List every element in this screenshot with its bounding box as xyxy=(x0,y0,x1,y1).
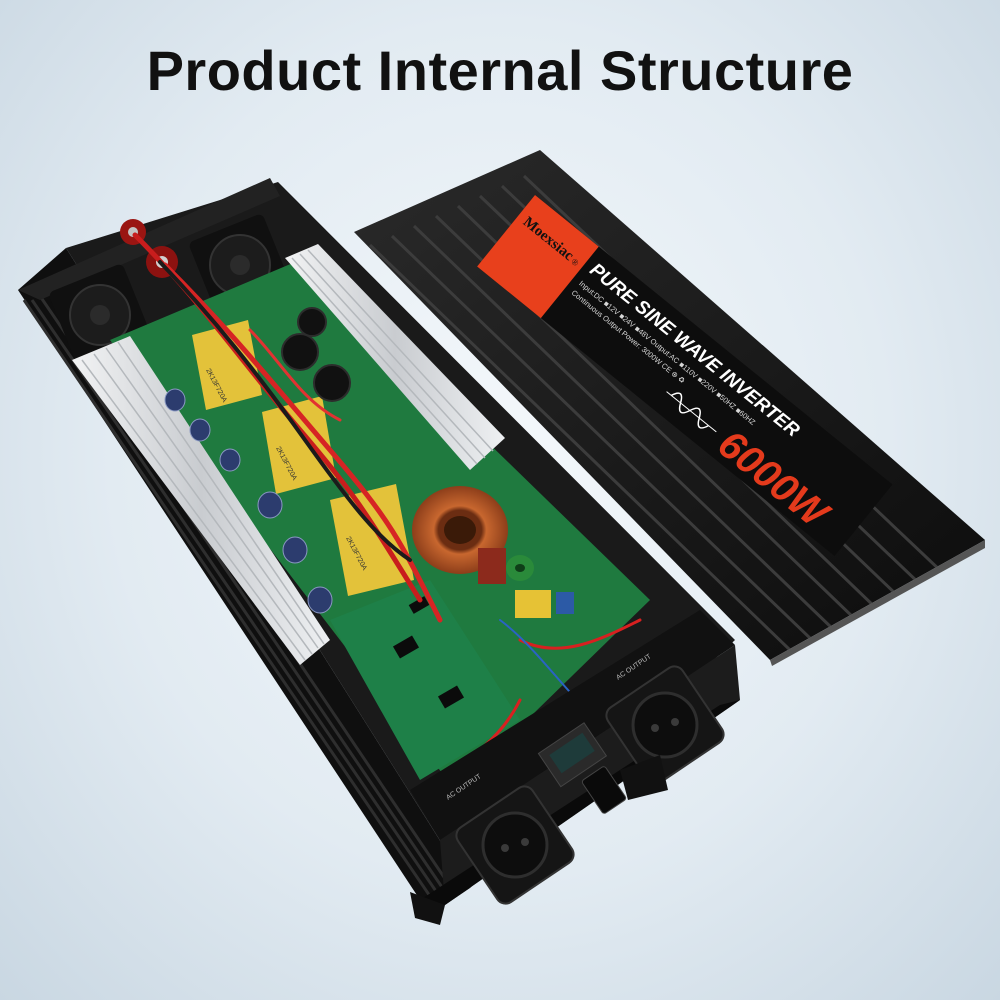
transformer-1: 2K13F720A xyxy=(192,320,262,410)
mounting-tab xyxy=(410,892,445,925)
filter-capacitors xyxy=(281,307,351,402)
inverter-lid: Moexsiac ® PURE SINE WAVE INVERTER Input… xyxy=(354,150,985,666)
brand-badge xyxy=(477,195,599,319)
transformer-2: 2K13F720A xyxy=(262,396,336,494)
lid-label: Moexsiac ® PURE SINE WAVE INVERTER Input… xyxy=(477,195,893,556)
red-capacitor xyxy=(478,548,506,584)
electrolytic-capacitors xyxy=(164,388,333,614)
mounting-tab xyxy=(620,755,668,800)
y-capacitor xyxy=(556,592,574,614)
control-chips xyxy=(392,596,465,709)
brand-mark: ® xyxy=(569,256,581,268)
x-capacitor xyxy=(515,590,551,618)
small-inductor xyxy=(506,555,534,581)
power-switch xyxy=(581,766,627,814)
lcd-display xyxy=(537,722,608,788)
transformer-3: 2K13F720A xyxy=(330,484,414,596)
page-title: Product Internal Structure xyxy=(146,39,854,102)
ac-socket-right: AC OUTPUT xyxy=(605,653,725,785)
control-board xyxy=(330,580,520,780)
inverter-case: 2K13F720A 2K13F720A 2K13F720A xyxy=(18,178,740,925)
heatsink-right xyxy=(285,244,505,470)
heatsink-left xyxy=(72,336,330,665)
